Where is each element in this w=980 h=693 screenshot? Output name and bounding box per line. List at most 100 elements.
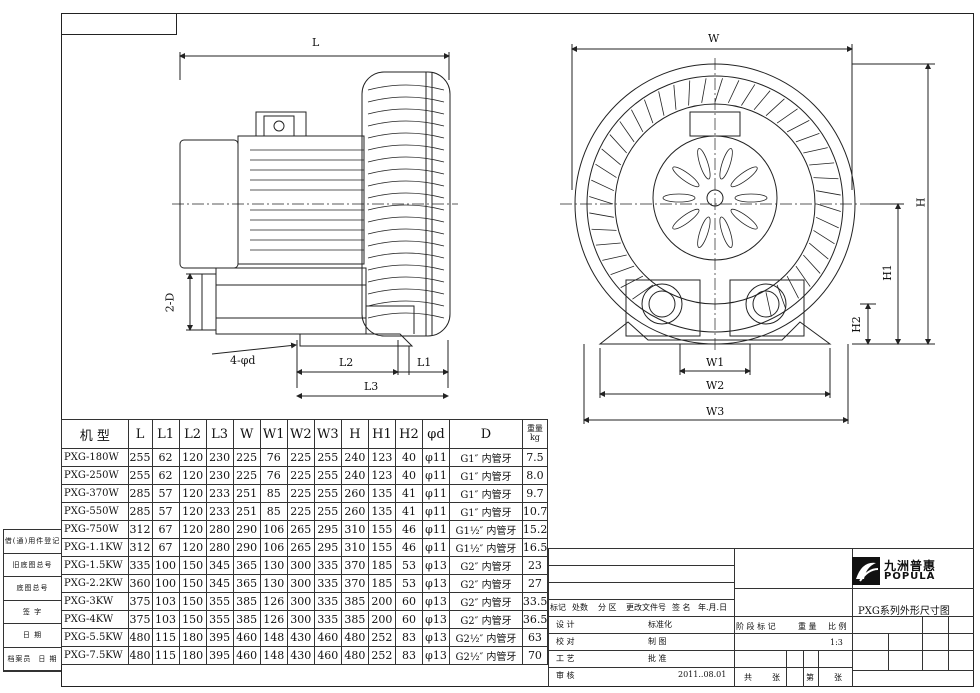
- spec-cell: 76: [259, 466, 288, 485]
- spec-cell: 57: [151, 484, 180, 503]
- spec-header-cell: W2: [286, 419, 315, 449]
- dim-L1: L1: [417, 356, 432, 369]
- dim-L2: L2: [339, 356, 354, 369]
- dim-2D: 2-D: [163, 292, 177, 313]
- spec-cell: PXG-750W: [61, 520, 129, 539]
- spec-cell: 148: [259, 646, 288, 665]
- spec-cell: 365: [232, 556, 261, 575]
- spec-cell: 295: [313, 520, 342, 539]
- housing-fin: [786, 120, 810, 133]
- side-cell: 旧底图总号: [4, 554, 61, 577]
- spec-cell: 60: [394, 592, 423, 611]
- spec-header-cell: W3: [313, 419, 342, 449]
- housing-fin: [609, 134, 627, 154]
- spec-cell: 260: [340, 502, 369, 521]
- spec-cell: 148: [259, 628, 288, 647]
- spec-cell: 120: [178, 538, 207, 557]
- spec-cell: 300: [286, 610, 315, 629]
- spec-cell: 200: [367, 592, 396, 611]
- spec-cell: 53: [394, 574, 423, 593]
- spec-cell: 115: [151, 628, 180, 647]
- spec-cell: 225: [286, 448, 315, 467]
- spec-cell: 395: [205, 646, 234, 665]
- spec-cell: 130: [259, 556, 288, 575]
- housing-fin: [644, 99, 654, 124]
- company-name-cn: 九洲普惠: [884, 559, 937, 573]
- spec-cell: 225: [286, 466, 315, 485]
- housing-fin: [631, 109, 644, 133]
- spec-cell: 180: [178, 646, 207, 665]
- spec-cell: φ13: [421, 628, 451, 647]
- side-cell: 日 期: [4, 624, 61, 648]
- housing-fin: [701, 78, 707, 103]
- rev-header: 更改文件号: [626, 603, 666, 612]
- spec-cell: 150: [178, 556, 207, 575]
- housing-fin: [786, 275, 799, 299]
- spec-cell: 385: [232, 592, 261, 611]
- spec-cell: 57: [151, 502, 180, 521]
- role-standard: 标准化: [648, 620, 672, 629]
- housing-fin: [816, 190, 841, 196]
- spec-cell: 60: [394, 610, 423, 629]
- spec-cell: PXG-550W: [61, 502, 129, 521]
- spec-cell: 46: [394, 520, 423, 539]
- spec-cell: 460: [232, 628, 261, 647]
- fan-vent-slot: [730, 166, 758, 188]
- sheet-label2: 张: [834, 673, 842, 682]
- spec-cell: 251: [232, 502, 261, 521]
- stage-header: 阶 段 标 记: [736, 622, 776, 631]
- housing-fin: [714, 78, 723, 103]
- side-cell: 底图总号: [4, 577, 61, 601]
- spec-cell: 255: [127, 448, 153, 467]
- fan-vent-slot: [697, 216, 711, 248]
- housing-fin: [619, 121, 635, 143]
- spec-cell: 46: [394, 538, 423, 557]
- role-check: 校 对: [556, 637, 575, 646]
- spec-cell: 9.7: [521, 484, 549, 503]
- spec-cell: 70: [521, 646, 549, 665]
- spec-cell: PXG-2.2KW: [61, 574, 129, 593]
- spec-cell: 252: [367, 628, 396, 647]
- spec-header-cell: L3: [205, 419, 234, 449]
- sheet-no: 第: [806, 673, 814, 682]
- spec-cell: 385: [232, 610, 261, 629]
- spec-cell: G2½″ 内管牙: [449, 646, 523, 665]
- spec-cell: 480: [127, 646, 153, 665]
- spec-cell: 130: [259, 574, 288, 593]
- spec-cell: 120: [178, 520, 207, 539]
- rev-header: 年.月.日: [698, 603, 728, 612]
- spec-cell: 255: [313, 484, 342, 503]
- spec-cell: G2½″ 内管牙: [449, 628, 523, 647]
- spec-cell: G2″ 内管牙: [449, 592, 523, 611]
- spec-cell: 255: [313, 448, 342, 467]
- spec-header-cell: H2: [394, 419, 423, 449]
- spec-cell: 251: [232, 484, 261, 503]
- spec-cell: 150: [178, 592, 207, 611]
- spec-cell: φ13: [421, 592, 451, 611]
- spec-cell: 460: [313, 646, 342, 665]
- fan-vent-slot: [697, 148, 711, 180]
- role-review: 审 核: [556, 671, 575, 680]
- spec-cell: 300: [286, 556, 315, 575]
- spec-cell: 33.5: [521, 592, 549, 611]
- spec-cell: 480: [340, 646, 369, 665]
- spec-cell: G1½″ 内管牙: [449, 520, 523, 539]
- sheet-total: 共: [744, 673, 752, 682]
- spec-cell: 312: [127, 538, 153, 557]
- spec-cell: 185: [367, 574, 396, 593]
- side-cell: 档案员: [7, 654, 32, 663]
- spec-cell: 15.2: [521, 520, 549, 539]
- spec-cell: 265: [286, 520, 315, 539]
- spec-cell: PXG-4KW: [61, 610, 129, 629]
- spec-cell: G2″ 内管牙: [449, 610, 523, 629]
- spec-cell: 290: [232, 520, 261, 539]
- role-approve: 批 准: [648, 654, 667, 663]
- rev-header: 签 名: [672, 603, 691, 612]
- title-block: 标记 处数 分 区 更改文件号 签 名 年.月.日 设 计 校 对 工 艺 审 …: [548, 548, 974, 687]
